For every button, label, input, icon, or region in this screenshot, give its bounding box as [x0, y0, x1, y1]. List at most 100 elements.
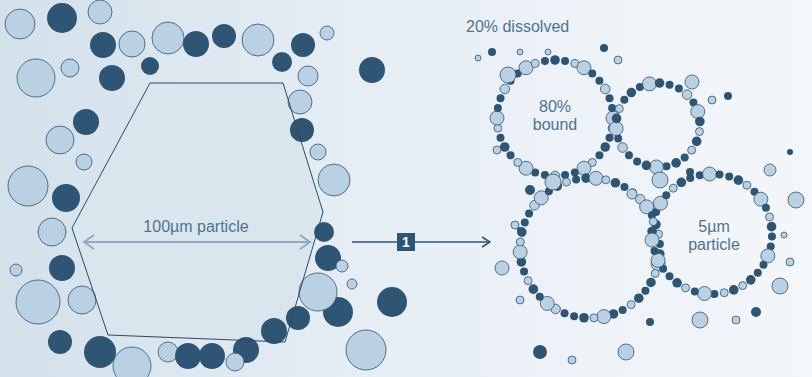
dark-grain	[768, 233, 776, 241]
dark-grain	[520, 268, 528, 276]
light-grain	[743, 181, 751, 189]
light-grain	[682, 90, 692, 100]
dark-grain	[692, 137, 702, 147]
light-grain	[500, 84, 510, 94]
light-grain	[685, 75, 699, 89]
dark-grain	[606, 94, 614, 102]
dark-grain	[608, 104, 616, 112]
dark-grain	[691, 287, 699, 295]
light-grain	[513, 245, 527, 259]
light-grain	[627, 301, 635, 309]
dark-grain	[507, 151, 515, 159]
light-grain	[10, 264, 22, 276]
light-grain	[597, 310, 611, 324]
dark-grain	[754, 269, 762, 277]
light-grain	[517, 49, 523, 55]
callout-box: 1	[397, 233, 415, 251]
dark-grain	[570, 312, 578, 320]
light-grain	[642, 77, 656, 91]
dark-grain	[625, 151, 633, 159]
light-grain	[119, 31, 145, 57]
dark-grain	[99, 65, 125, 91]
light-grain	[347, 279, 357, 289]
dark-grain	[724, 92, 732, 100]
light-grain	[645, 233, 659, 247]
small-particle: 80% bound	[497, 60, 613, 176]
light-grain	[5, 9, 35, 39]
light-grain	[669, 184, 677, 192]
light-grain	[475, 55, 481, 61]
dark-grain	[49, 255, 75, 281]
dark-grain	[767, 222, 777, 232]
dark-grain	[760, 261, 768, 269]
dark-grain	[641, 287, 649, 295]
light-grain	[688, 146, 696, 154]
dark-grain	[611, 178, 621, 188]
dark-grain	[488, 48, 496, 56]
light-grain	[652, 172, 668, 188]
dark-grain	[47, 3, 77, 33]
light-grain	[318, 164, 350, 196]
dark-grain	[725, 173, 733, 181]
light-grain	[698, 287, 712, 301]
dark-grain	[746, 275, 756, 285]
particle-outline	[72, 83, 323, 345]
light-grain	[602, 176, 610, 184]
light-grain	[708, 96, 716, 104]
light-grain	[732, 316, 740, 324]
light-grain	[761, 249, 775, 263]
dark-grain	[762, 204, 770, 212]
dark-grain	[600, 44, 608, 52]
light-grain	[589, 171, 603, 185]
dark-grain	[646, 278, 656, 288]
particle-label: 100µm particle	[96, 218, 296, 236]
dimension-arrow	[86, 241, 308, 243]
light-grain	[516, 296, 524, 304]
dark-grain	[290, 118, 314, 142]
process-arrow	[352, 241, 490, 243]
light-grain	[651, 253, 665, 267]
dark-grain	[606, 134, 614, 142]
light-grain	[310, 144, 326, 160]
dark-grain	[595, 151, 603, 159]
dark-grain	[671, 158, 681, 168]
small-particle: 5µm particle	[652, 174, 772, 294]
light-grain	[615, 105, 623, 113]
dark-grain	[261, 318, 287, 344]
dark-grain	[571, 169, 579, 177]
dark-grain	[517, 227, 523, 233]
dark-grain	[199, 343, 225, 369]
light-grain	[242, 24, 274, 56]
light-grain	[720, 289, 728, 297]
dark-grain	[183, 31, 209, 57]
light-grain	[511, 221, 519, 229]
dark-grain	[572, 175, 580, 183]
dark-grain	[612, 114, 622, 124]
dark-grain	[627, 88, 637, 98]
light-grain	[8, 166, 48, 206]
dark-grain	[561, 57, 569, 65]
light-grain	[562, 178, 570, 186]
dark-grain	[646, 318, 654, 326]
light-grain	[516, 238, 524, 246]
dark-grain	[541, 57, 549, 65]
dark-grain	[672, 278, 682, 288]
light-grain	[786, 258, 794, 266]
light-grain	[739, 282, 747, 290]
callout-number: 1	[402, 234, 410, 250]
dark-grain	[272, 52, 292, 72]
dissolved-label: 20% dissolved	[466, 18, 569, 36]
light-grain	[320, 26, 334, 40]
dark-grain	[655, 78, 665, 88]
dark-grain	[521, 219, 529, 227]
dark-grain	[686, 168, 694, 176]
dark-grain	[595, 77, 603, 85]
light-grain	[61, 59, 79, 77]
dark-grain	[734, 175, 744, 185]
dark-grain	[141, 57, 159, 75]
dark-grain	[729, 285, 739, 295]
dark-grain	[662, 191, 670, 199]
light-grain	[158, 342, 178, 362]
dark-grain	[533, 345, 547, 359]
